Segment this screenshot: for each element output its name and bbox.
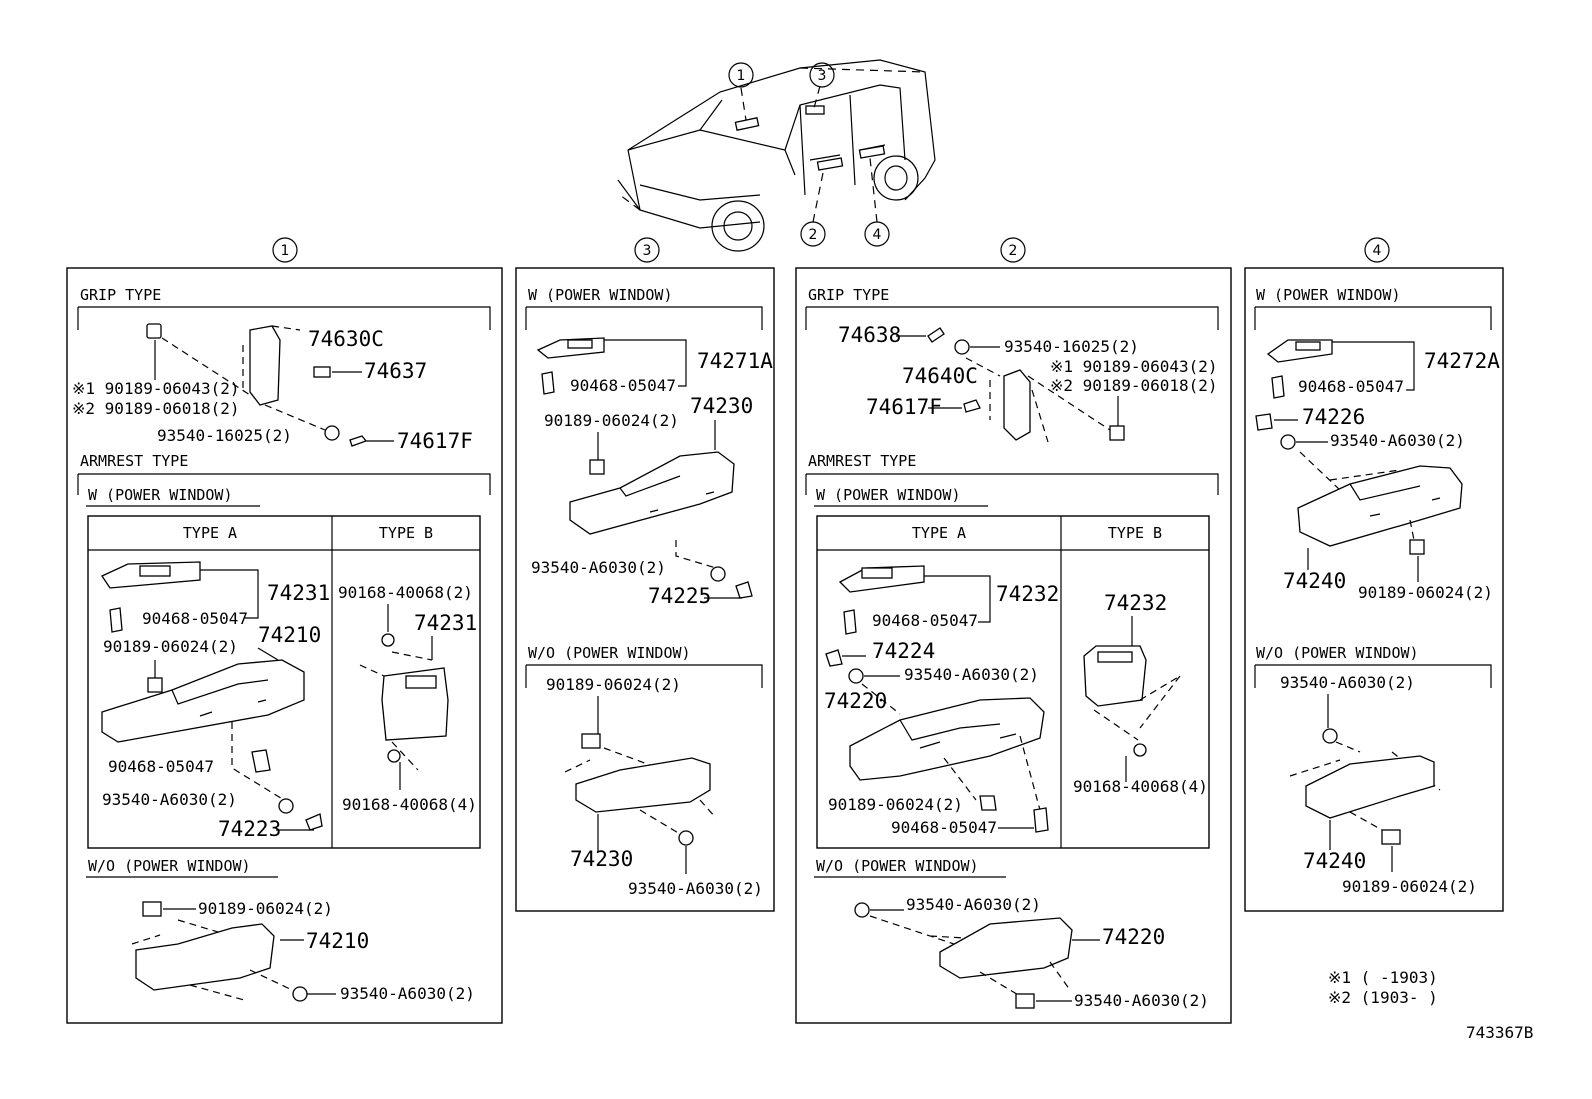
svg-text:W/O (POWER WINDOW): W/O (POWER WINDOW) [1256, 644, 1419, 662]
callout-4-top: 4 [864, 221, 890, 247]
svg-text:93540-A6030(2): 93540-A6030(2) [628, 879, 763, 898]
svg-text:W/O (POWER WINDOW): W/O (POWER WINDOW) [816, 857, 979, 875]
svg-text:74225: 74225 [648, 584, 711, 608]
svg-text:93540-A6030(2): 93540-A6030(2) [102, 790, 237, 809]
svg-text:※2 90189-06018(2): ※2 90189-06018(2) [1050, 376, 1218, 395]
svg-text:74231: 74231 [267, 581, 330, 605]
svg-text:1: 1 [281, 243, 290, 259]
svg-text:90168-40068(2): 90168-40068(2) [338, 583, 473, 602]
svg-text:3: 3 [818, 68, 827, 84]
callout-1-top: 1 [728, 62, 754, 88]
svg-text:90189-06024(2): 90189-06024(2) [828, 795, 963, 814]
svg-text:74640C: 74640C [902, 364, 978, 388]
svg-text:※2 90189-06018(2): ※2 90189-06018(2) [72, 399, 240, 418]
callout-2-top: 2 [800, 221, 826, 247]
svg-text:TYPE A: TYPE A [912, 524, 966, 542]
svg-text:※1 ( -1903): ※1 ( -1903) [1328, 968, 1438, 987]
footnotes: ※1 ( -1903) ※2 (1903- ) [1328, 968, 1438, 1007]
svg-text:TYPE B: TYPE B [379, 524, 433, 542]
svg-text:74220: 74220 [824, 689, 887, 713]
svg-text:1: 1 [737, 68, 746, 84]
panel-1: GRIP TYPE 74630C 74637 ※1 90189-06043(2)… [66, 267, 503, 1024]
svg-text:90189-06024(2): 90189-06024(2) [198, 899, 333, 918]
svg-text:93540-16025(2): 93540-16025(2) [157, 426, 292, 445]
svg-text:93540-A6030(2): 93540-A6030(2) [904, 665, 1039, 684]
panel-2: GRIP TYPE 74638 93540-16025(2) 74640C ※1… [795, 267, 1232, 1024]
svg-text:90468-05047: 90468-05047 [570, 376, 676, 395]
svg-text:93540-A6030(2): 93540-A6030(2) [340, 984, 475, 1003]
svg-text:3: 3 [643, 243, 652, 259]
svg-text:W (POWER WINDOW): W (POWER WINDOW) [528, 286, 673, 304]
svg-text:W (POWER WINDOW): W (POWER WINDOW) [1256, 286, 1401, 304]
svg-text:90189-06024(2): 90189-06024(2) [544, 411, 679, 430]
svg-text:93540-A6030(2): 93540-A6030(2) [906, 895, 1041, 914]
svg-text:GRIP TYPE: GRIP TYPE [808, 286, 889, 304]
svg-text:W (POWER WINDOW): W (POWER WINDOW) [816, 486, 961, 504]
svg-text:93540-A6030(2): 93540-A6030(2) [531, 558, 666, 577]
svg-text:TYPE A: TYPE A [183, 524, 237, 542]
svg-text:90189-06024(2): 90189-06024(2) [1358, 583, 1493, 602]
svg-text:74210: 74210 [306, 929, 369, 953]
svg-text:74210: 74210 [258, 623, 321, 647]
svg-text:74271A: 74271A [697, 349, 773, 373]
svg-text:4: 4 [1373, 243, 1382, 259]
svg-text:90468-05047: 90468-05047 [872, 611, 978, 630]
panel-callout-2: 2 [1000, 237, 1026, 263]
panel-callout-1: 1 [272, 237, 298, 263]
svg-text:GRIP TYPE: GRIP TYPE [80, 286, 161, 304]
svg-text:90168-40068(4): 90168-40068(4) [342, 795, 477, 814]
svg-text:90168-40068(4): 90168-40068(4) [1073, 777, 1208, 796]
svg-text:90468-05047: 90468-05047 [891, 818, 997, 837]
svg-text:93540-A6030(2): 93540-A6030(2) [1074, 991, 1209, 1010]
svg-text:74617F: 74617F [397, 429, 473, 453]
vehicle-illustration [617, 59, 936, 252]
svg-text:ARMREST TYPE: ARMREST TYPE [80, 452, 188, 470]
panel-4: W (POWER WINDOW) 74272A 90468-05047 7422… [1244, 267, 1504, 912]
drawing-id: 743367B [1466, 1023, 1533, 1042]
svg-text:74230: 74230 [690, 394, 753, 418]
svg-text:TYPE B: TYPE B [1108, 524, 1162, 542]
svg-text:74232: 74232 [996, 582, 1059, 606]
svg-text:90189-06024(2): 90189-06024(2) [103, 637, 238, 656]
svg-text:74630C: 74630C [308, 327, 384, 351]
svg-text:93540-A6030(2): 93540-A6030(2) [1330, 431, 1465, 450]
svg-text:93540-16025(2): 93540-16025(2) [1004, 337, 1139, 356]
panel-callout-4: 4 [1364, 237, 1390, 263]
svg-text:90468-05047: 90468-05047 [1298, 377, 1404, 396]
svg-text:74231: 74231 [414, 611, 477, 635]
svg-text:74232: 74232 [1104, 591, 1167, 615]
svg-text:※1 90189-06043(2): ※1 90189-06043(2) [1050, 357, 1218, 376]
svg-text:74240: 74240 [1283, 569, 1346, 593]
svg-text:2: 2 [809, 227, 818, 243]
svg-text:※2 (1903- ): ※2 (1903- ) [1328, 988, 1438, 1007]
svg-text:90189-06024(2): 90189-06024(2) [546, 675, 681, 694]
svg-text:90189-06024(2): 90189-06024(2) [1342, 877, 1477, 896]
svg-text:90468-05047: 90468-05047 [142, 609, 248, 628]
svg-text:ARMREST TYPE: ARMREST TYPE [808, 452, 916, 470]
svg-text:74230: 74230 [570, 847, 633, 871]
svg-text:W (POWER WINDOW): W (POWER WINDOW) [88, 486, 233, 504]
callout-3-top: 3 [809, 62, 835, 88]
svg-text:93540-A6030(2): 93540-A6030(2) [1280, 673, 1415, 692]
svg-text:74224: 74224 [872, 639, 935, 663]
svg-text:W/O (POWER WINDOW): W/O (POWER WINDOW) [88, 857, 251, 875]
svg-text:74220: 74220 [1102, 925, 1165, 949]
panel-3: W (POWER WINDOW) 74271A 90468-05047 9018… [515, 267, 775, 912]
svg-text:4: 4 [873, 227, 882, 243]
panel-callout-3: 3 [634, 237, 660, 263]
svg-text:74637: 74637 [364, 359, 427, 383]
svg-text:W/O (POWER WINDOW): W/O (POWER WINDOW) [528, 644, 691, 662]
svg-text:※1 90189-06043(2): ※1 90189-06043(2) [72, 379, 240, 398]
svg-text:74223: 74223 [218, 817, 281, 841]
svg-text:90468-05047: 90468-05047 [108, 757, 214, 776]
svg-text:2: 2 [1009, 243, 1018, 259]
svg-text:74226: 74226 [1302, 405, 1365, 429]
svg-text:74617F: 74617F [866, 395, 942, 419]
svg-text:74240: 74240 [1303, 849, 1366, 873]
svg-text:74638: 74638 [838, 323, 901, 347]
svg-text:74272A: 74272A [1424, 349, 1500, 373]
